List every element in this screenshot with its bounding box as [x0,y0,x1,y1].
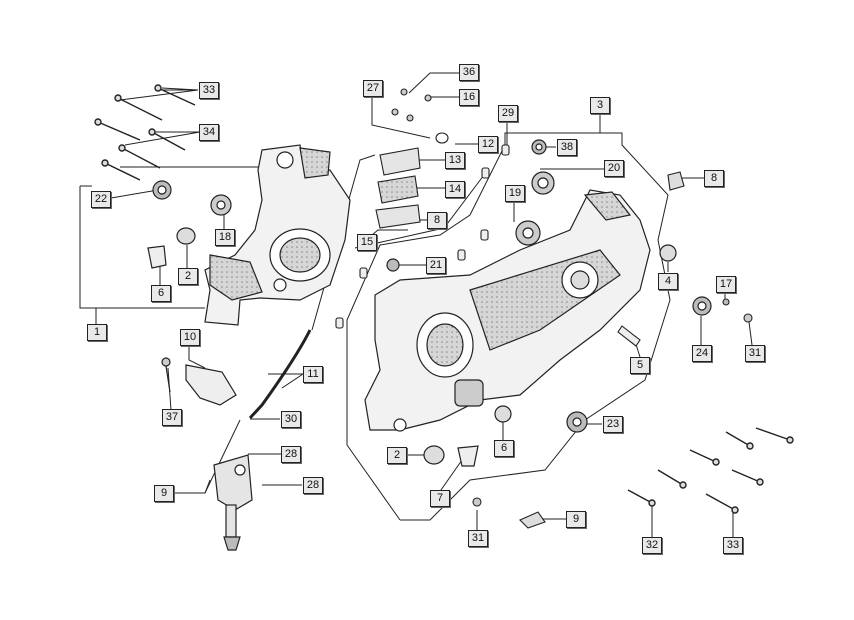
bolts-32-33 [627,427,794,514]
callout-2-left[interactable]: 2 [178,268,198,285]
callout-34[interactable]: 36 [459,64,479,81]
bolts-36-37 [94,84,196,181]
callout-31-right[interactable]: 31 [745,345,765,362]
callout-20[interactable]: 18 [215,229,235,246]
callout-12[interactable]: 10 [180,329,200,346]
callout-32[interactable]: 32 [642,537,662,554]
callout-3[interactable]: 3 [590,97,610,114]
callout-36[interactable]: 33 [199,82,219,99]
callout-23[interactable]: 21 [426,257,446,274]
callout-6-right[interactable]: 6 [494,440,514,457]
callout-21[interactable]: 19 [505,185,525,202]
callout-10[interactable]: 8 [427,212,447,229]
leader-lines [79,72,753,537]
oil-pump-11 [213,454,253,551]
callout-28-top[interactable]: 28 [281,446,301,463]
callout-37[interactable]: 34 [199,124,219,141]
hose-13 [248,329,312,420]
callout-38[interactable]: 38 [557,139,577,156]
callout-27[interactable]: 27 [363,80,383,97]
callout-6-left[interactable]: 6 [151,285,171,302]
left-crankcase-half [204,144,351,326]
callout-4[interactable]: 4 [658,273,678,290]
callout-7[interactable]: 7 [430,490,450,507]
callout-14[interactable]: 12 [478,136,498,153]
callout-22[interactable]: 20 [604,160,624,177]
bracket-12 [161,357,237,406]
callout-28-bottom[interactable]: 28 [303,477,323,494]
callout-29[interactable]: 29 [498,105,518,122]
callout-11[interactable]: 9 [154,485,174,502]
right-crankcase-half [364,189,651,432]
callout-15[interactable]: 13 [445,152,465,169]
callout-26[interactable]: 24 [692,345,712,362]
bearings-right [386,139,712,467]
callout-25[interactable]: 23 [603,416,623,433]
callout-2-right[interactable]: 2 [387,447,407,464]
callout-33[interactable]: 33 [723,537,743,554]
reed-valve-parts [375,88,449,229]
callout-18[interactable]: 16 [459,89,479,106]
callout-17[interactable]: 15 [357,234,377,251]
callout-1[interactable]: 1 [87,324,107,341]
callout-30[interactable]: 30 [281,411,301,428]
callout-35[interactable]: 37 [162,409,182,426]
callout-8[interactable]: 8 [704,170,724,187]
callout-19[interactable]: 17 [716,276,736,293]
callout-16[interactable]: 14 [445,181,465,198]
bearings-left [147,180,232,269]
callout-24[interactable]: 22 [91,191,111,208]
callout-5[interactable]: 5 [630,357,650,374]
pins-dowels [335,144,753,529]
callout-9[interactable]: 9 [566,511,586,528]
callout-31-bottom[interactable]: 31 [468,530,488,547]
callout-13[interactable]: 11 [303,366,323,383]
